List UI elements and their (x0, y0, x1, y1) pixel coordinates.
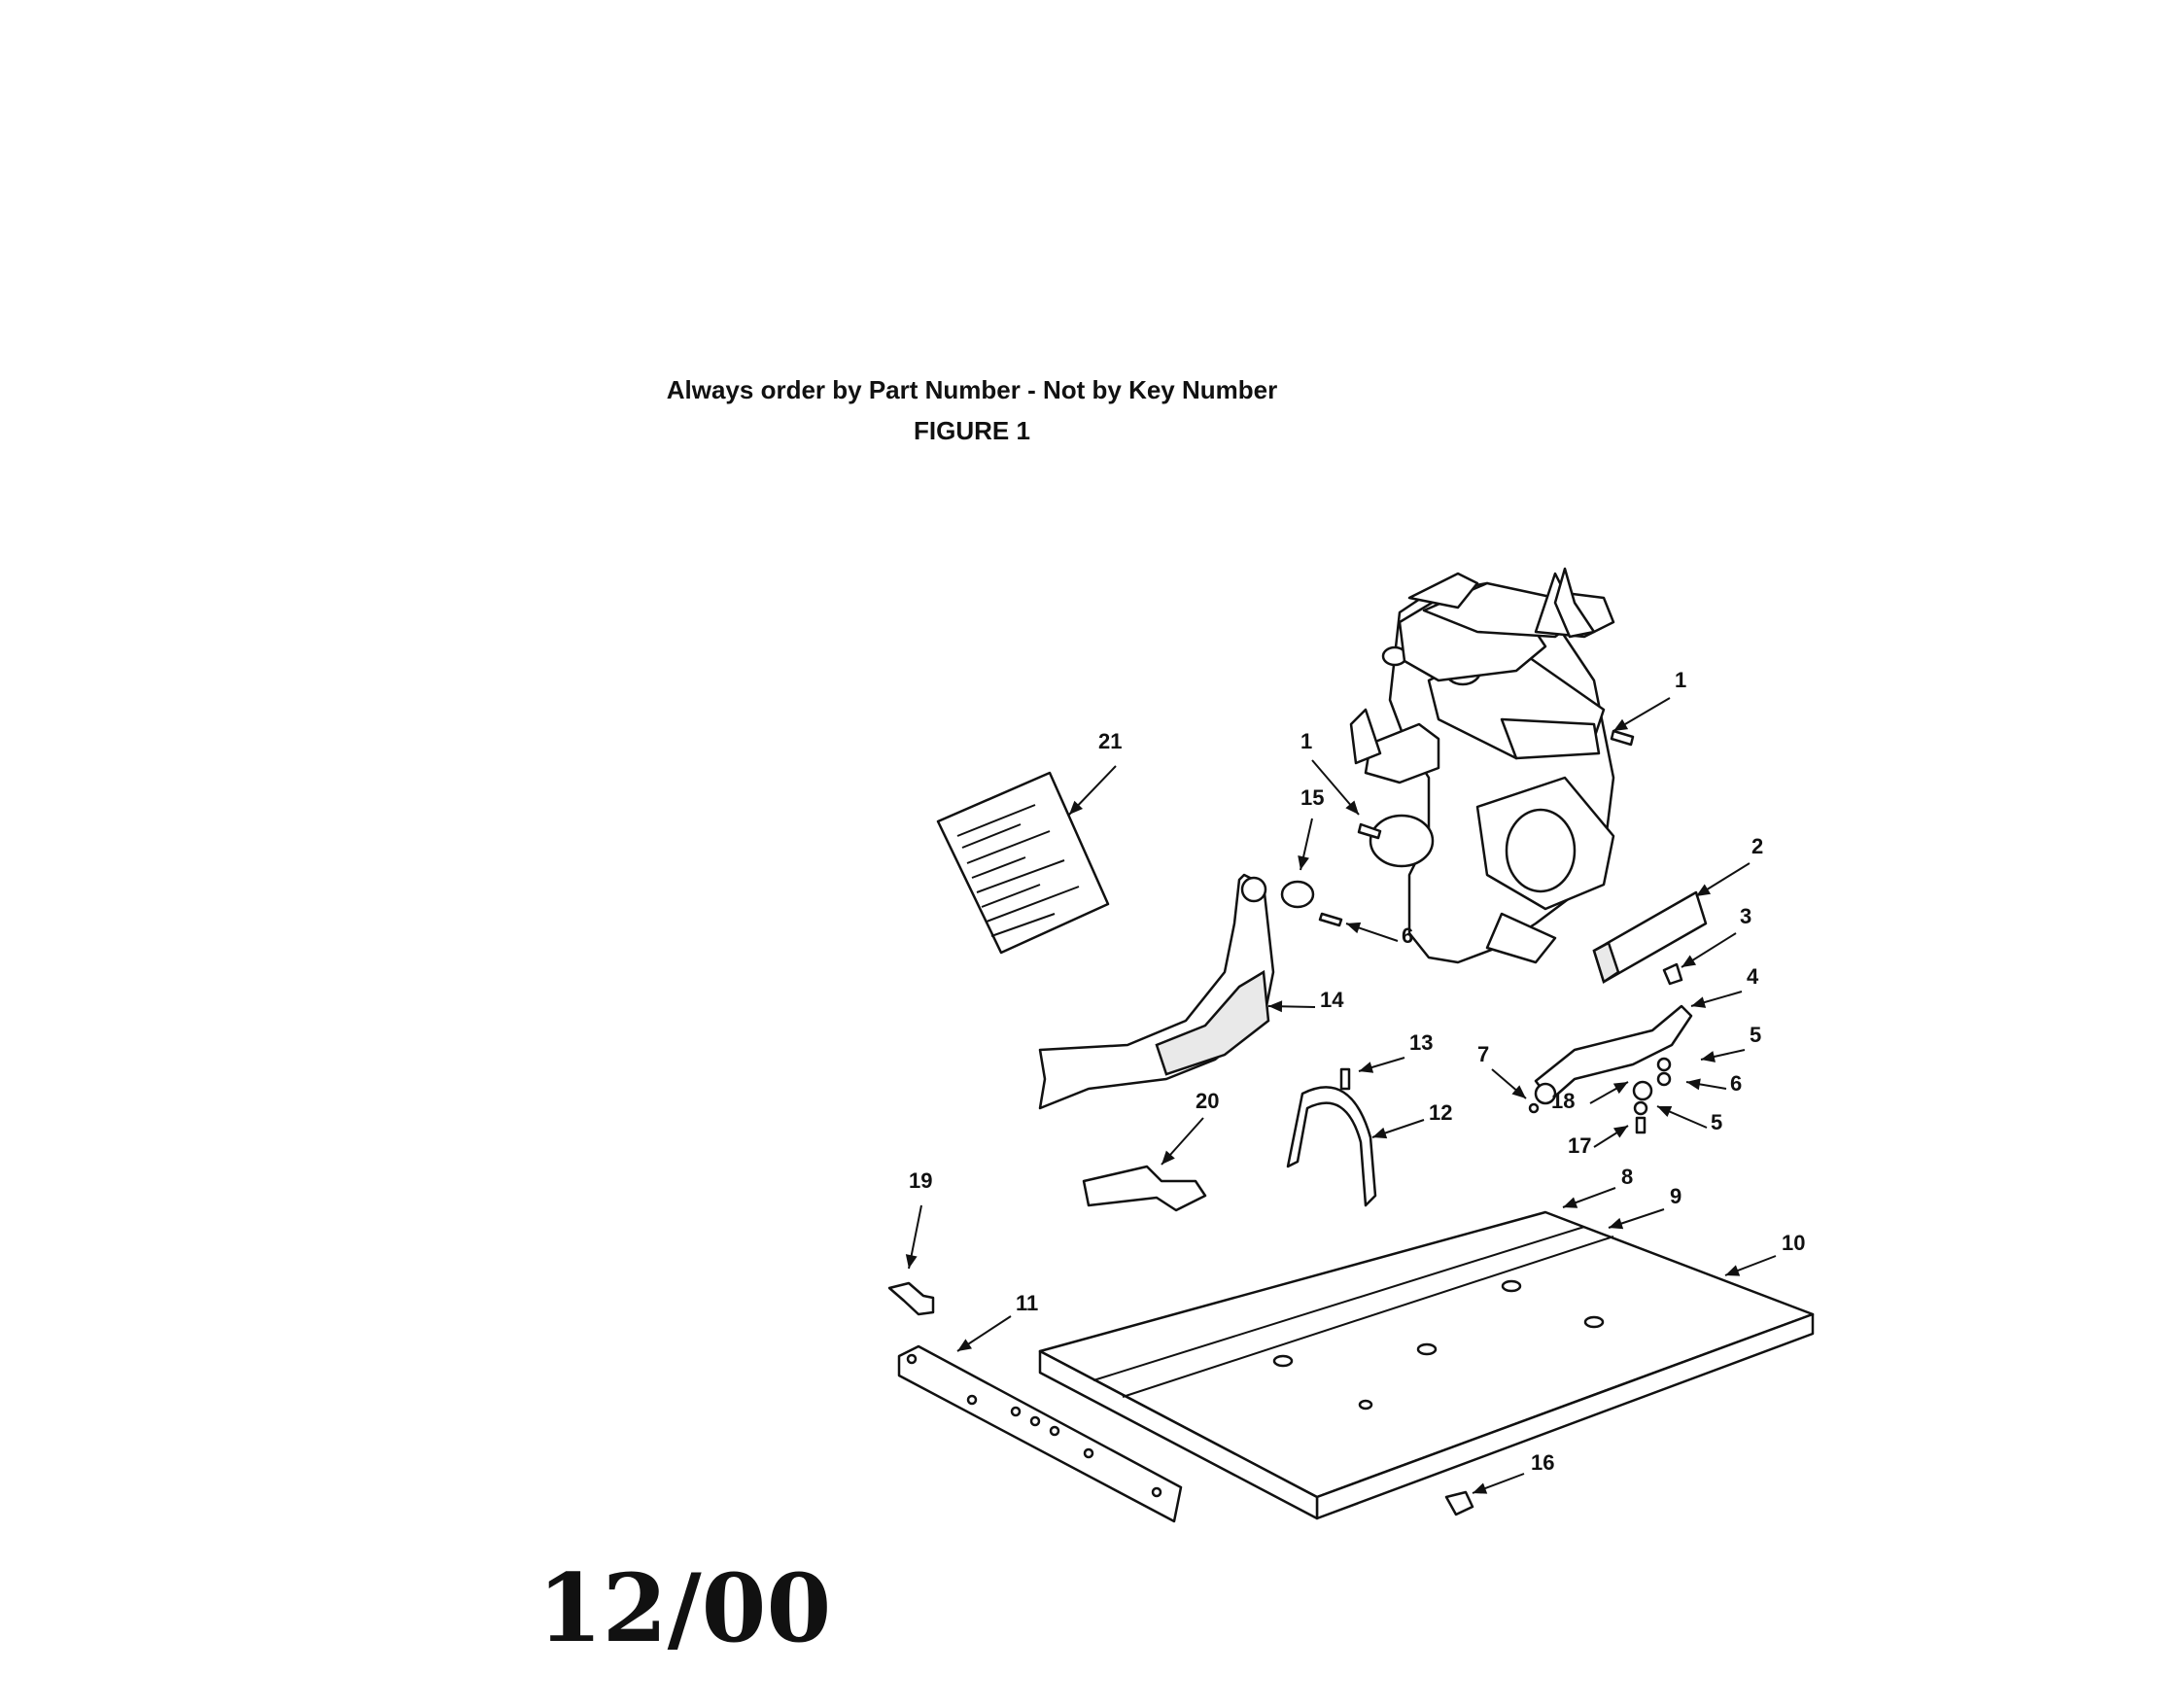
callout-key-number: 7 (1477, 1042, 1489, 1066)
bevel-lock-lever (1528, 962, 1693, 1134)
callout-arrowhead (1691, 996, 1707, 1008)
callout-key-number: 15 (1300, 785, 1324, 810)
callout-key-number: 19 (909, 1168, 932, 1193)
callout-arrowhead (1612, 1082, 1628, 1095)
callout-arrowhead (1696, 884, 1712, 896)
callout-arrowhead (1359, 1062, 1374, 1073)
callout-key-number: 5 (1711, 1110, 1722, 1134)
callout-key-number: 3 (1740, 904, 1751, 928)
callout-key-number: 6 (1730, 1071, 1742, 1096)
callout-arrowhead (1681, 955, 1697, 967)
guard-bracket (1286, 1067, 1377, 1207)
callout-arrowhead (1609, 1217, 1624, 1230)
callout-arrowhead (1657, 1106, 1673, 1118)
screws (1318, 729, 1635, 927)
callout-arrowhead (1298, 855, 1309, 870)
callout-key-number: 1 (1675, 668, 1686, 692)
callout-arrowhead (1372, 1127, 1388, 1139)
callout-arrowhead (1069, 800, 1084, 815)
knob (887, 1281, 935, 1316)
callout-key-number: 21 (1098, 729, 1122, 753)
callout-arrowhead (1701, 1051, 1716, 1063)
callout-key-number: 20 (1196, 1089, 1219, 1113)
motor-carriage-assembly (1349, 567, 1615, 964)
table-top (1038, 1210, 1815, 1520)
washer (1280, 880, 1315, 909)
callout-key-number: 11 (1016, 1291, 1038, 1315)
callout-key-number: 6 (1402, 923, 1413, 948)
callout-key-number: 13 (1409, 1030, 1433, 1055)
callout-key-number: 16 (1531, 1450, 1554, 1475)
callout-arrowhead (1686, 1078, 1701, 1091)
callout-key-number: 1 (1300, 729, 1312, 753)
callout-arrowhead (1473, 1482, 1488, 1494)
handle (1592, 890, 1708, 984)
callout-key-number: 4 (1747, 964, 1759, 989)
figure-title: FIGURE 1 (914, 416, 1030, 445)
callout-arrowhead (1161, 1150, 1175, 1165)
callout-key-number: 14 (1320, 988, 1344, 1012)
callout-key-number: 12 (1429, 1100, 1452, 1125)
callout-arrowhead (1345, 800, 1359, 815)
callout-key-number: 2 (1751, 834, 1763, 858)
callout-arrowhead (1511, 1085, 1526, 1098)
order-instruction: Always order by Part Number - Not by Key… (666, 375, 1278, 404)
clip (1082, 1165, 1207, 1212)
callout-key-number: 8 (1621, 1165, 1633, 1189)
date-stamp: 12/00 (537, 1553, 832, 1663)
operating-manual (936, 771, 1110, 955)
callout-arrowhead (957, 1339, 972, 1351)
leveling-foot (1444, 1490, 1474, 1516)
callout-arrowhead (1612, 1126, 1628, 1138)
callout-key-number: 17 (1568, 1133, 1591, 1158)
callout-key-number: 5 (1750, 1023, 1761, 1047)
callout-arrowhead (1725, 1265, 1741, 1276)
callout-key-number: 9 (1670, 1184, 1681, 1208)
callout-arrowhead (1268, 1000, 1283, 1013)
callout-arrowhead (905, 1254, 918, 1269)
callout-arrowhead (1613, 718, 1629, 731)
rear-rail (897, 1344, 1183, 1523)
callout-arrowhead (1346, 922, 1362, 934)
callout-key-number: 10 (1782, 1231, 1805, 1255)
callout-key-number: 18 (1551, 1089, 1575, 1113)
callout-arrowhead (1563, 1197, 1578, 1208)
blade-guard (1038, 873, 1315, 1110)
